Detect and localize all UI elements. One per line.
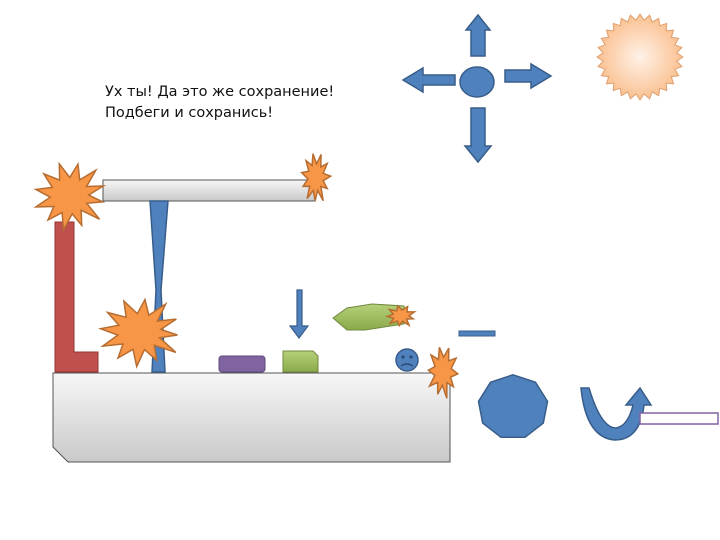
- direction-pad: [401, 13, 553, 164]
- u-turn-arrow-icon: [580, 386, 653, 441]
- explosion-icon: [300, 153, 333, 202]
- arrow-right-icon[interactable]: [504, 62, 553, 90]
- sad-face-icon: [395, 348, 419, 372]
- save-hint-dialog: Ух ты! Да это же сохранение! Подбеги и с…: [105, 82, 405, 124]
- explosion-icon: [97, 297, 178, 369]
- dialog-line-1: Ух ты! Да это же сохранение!: [105, 84, 335, 100]
- sun-icon: [596, 13, 684, 101]
- purple-block: [218, 355, 266, 373]
- upper-ledge: [102, 179, 316, 202]
- save-point-block[interactable]: [282, 350, 319, 373]
- player-character: [395, 348, 419, 372]
- dialog-line-2: Подбеги и сохранись!: [105, 105, 274, 121]
- red-wall: [54, 221, 99, 373]
- arrow-up-icon[interactable]: [464, 13, 492, 57]
- ground-platform: [52, 372, 451, 463]
- arrow-down-icon[interactable]: [463, 107, 493, 164]
- circle-hub-icon[interactable]: [459, 66, 495, 98]
- octagon-icon: [477, 374, 549, 439]
- arrow-left-icon[interactable]: [401, 66, 456, 94]
- thin-bar: [639, 412, 719, 425]
- down-arrow-marker-icon: [288, 289, 310, 339]
- explosion-icon: [384, 304, 417, 328]
- explosion-icon: [33, 161, 107, 233]
- small-blue-ledge: [458, 330, 496, 337]
- explosion-icon: [427, 347, 460, 399]
